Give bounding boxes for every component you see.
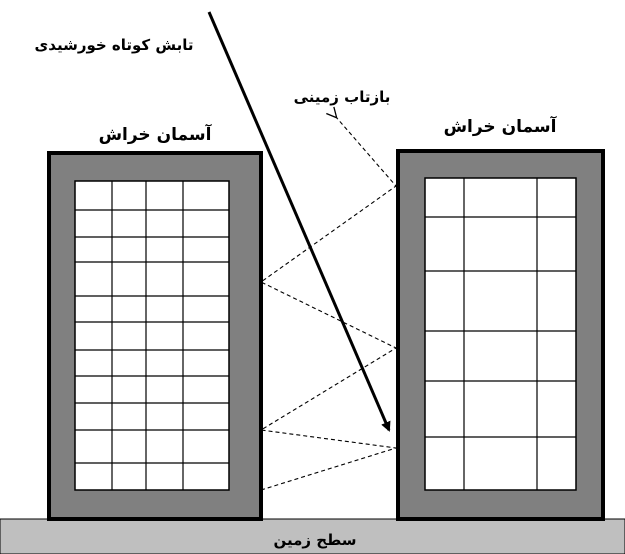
ground-reflection-label: بازتاب زمینی <box>294 88 391 106</box>
skyscraper-right <box>396 149 605 521</box>
ground-surface-label: سطح زمین <box>274 531 357 549</box>
ground-surface <box>0 518 625 554</box>
short-wave-radiation-label: تابش کوتاه خورشیدی <box>35 36 194 54</box>
ground-reflection-path <box>259 117 398 491</box>
skyscraper-left <box>47 151 263 521</box>
short-wave-radiation-arrow <box>207 11 391 432</box>
skyscraper-right-label: آسمان خراش <box>444 115 558 137</box>
skyscraper-left-label: آسمان خراش <box>99 123 213 145</box>
right-window-grid <box>424 177 577 491</box>
left-window-grid <box>74 180 230 491</box>
